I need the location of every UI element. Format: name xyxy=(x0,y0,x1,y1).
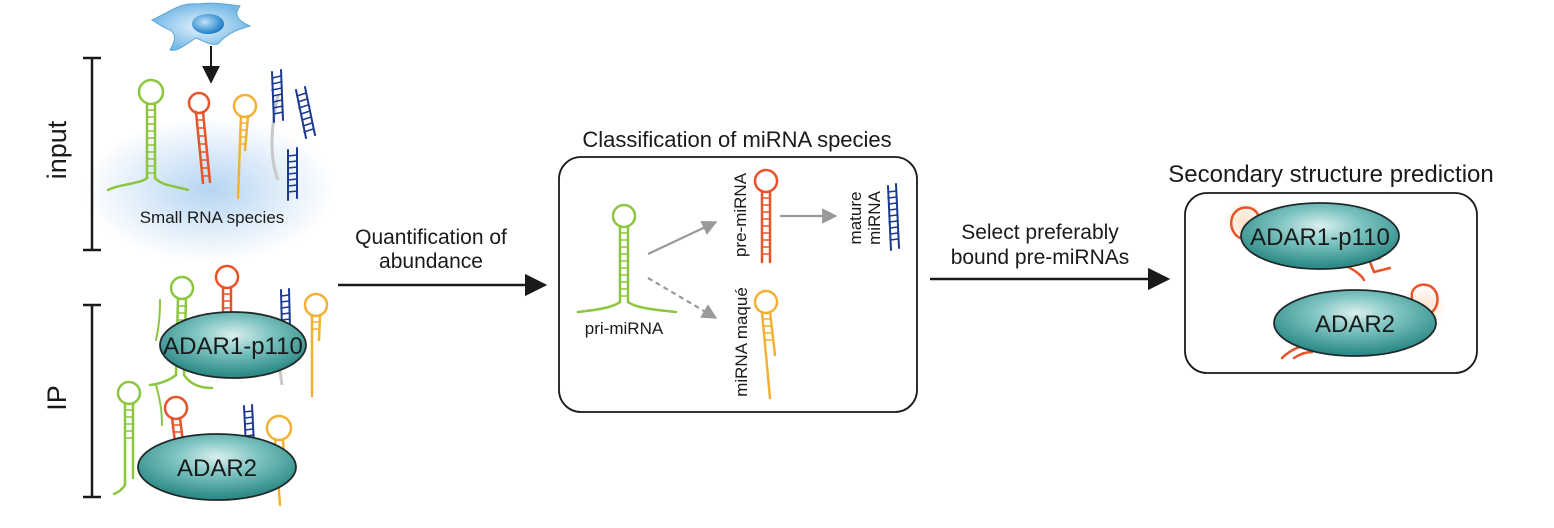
small-rna-label: Small RNA species xyxy=(140,208,285,227)
gray-rna-input xyxy=(270,94,280,181)
quant-label-line1: Quantification of xyxy=(355,226,507,249)
pri-to-maque-arrow xyxy=(647,277,718,319)
mirna-maque-label: miRNA maqué xyxy=(732,287,751,397)
adar2-label-right: ADAR2 xyxy=(1315,311,1395,338)
pri-mirna-label: pri-miRNA xyxy=(585,319,664,338)
classification-title: Classification of miRNA species xyxy=(582,127,891,152)
pri-mirna-bound-adar2 xyxy=(112,380,163,496)
input-bracket xyxy=(83,56,101,252)
pre-mirna-hairpin-class xyxy=(753,168,779,264)
pri-mirna-hairpin-class xyxy=(576,203,678,314)
quant-label-line2: abundance xyxy=(379,250,483,273)
mirna-maque-hairpin-input xyxy=(232,93,258,200)
adar2-label-ip: ADAR2 xyxy=(177,455,257,482)
mature-label-line1: mature xyxy=(846,192,865,245)
input-label: input xyxy=(42,120,72,179)
mirna-maque-bound-adar1 xyxy=(303,292,329,398)
ip-bracket xyxy=(83,303,101,499)
adar1-label-right: ADAR1-p110 xyxy=(1250,224,1390,251)
mature-duplex-class xyxy=(887,183,900,251)
select-label-line1: Select preferably xyxy=(961,221,1119,244)
pre-mirna-hairpin-input xyxy=(187,91,212,185)
pri-to-pre-arrow xyxy=(647,220,718,255)
pre-mirna-label: pre-miRNA xyxy=(731,172,750,257)
adar1-protein-ip xyxy=(159,311,307,379)
mirna-maque-hairpin-class xyxy=(753,289,779,400)
pri-mirna-hairpin-input xyxy=(106,78,190,192)
secondary-title: Secondary structure prediction xyxy=(1168,161,1494,188)
adar1-label-ip: ADAR1-p110 xyxy=(163,333,303,360)
cell-icon xyxy=(150,2,252,51)
adar1-protein-right xyxy=(1240,202,1400,270)
mature-label-line2: miRNA xyxy=(865,190,884,244)
adar2-protein-right xyxy=(1273,289,1437,357)
select-label-line2: bound pre-miRNAs xyxy=(951,246,1130,269)
mature-duplex-input-2 xyxy=(295,86,316,139)
adar2-protein-ip xyxy=(137,433,297,501)
mature-duplex-input-3 xyxy=(287,147,298,201)
mature-duplex-input-1 xyxy=(271,69,284,123)
ip-label: IP xyxy=(42,385,72,411)
